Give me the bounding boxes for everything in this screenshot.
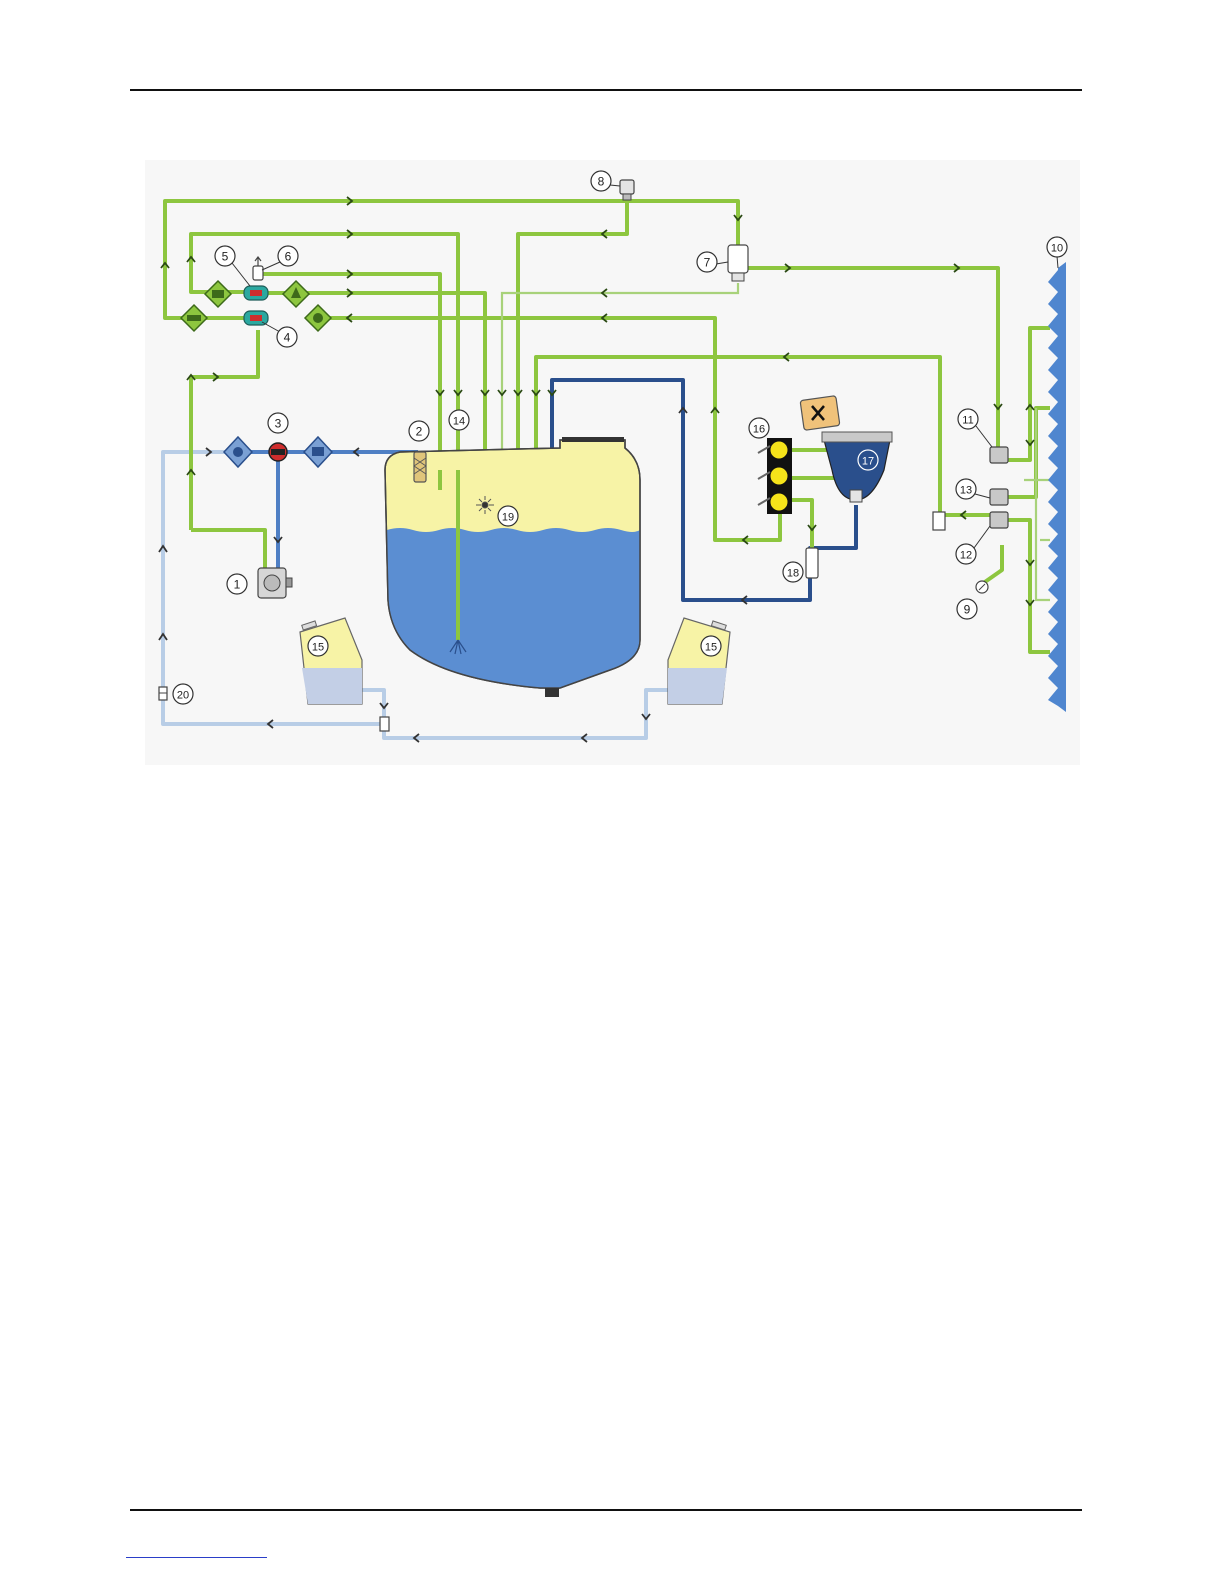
callout-label: 2	[416, 425, 423, 439]
callout-1: 1	[227, 574, 247, 594]
callout-label: 15	[705, 642, 717, 654]
pressure-valve-5-icon	[244, 286, 268, 300]
callout-label: 7	[704, 256, 711, 270]
suction-valve-3-icon	[269, 443, 287, 461]
suction-filter-2-icon	[414, 452, 426, 482]
callout-15: 15	[308, 636, 328, 656]
callout-label: 18	[787, 568, 799, 580]
rinse-tank-drain-20-icon	[159, 687, 167, 700]
callout-label: 4	[284, 331, 291, 345]
callout-5: 5	[215, 246, 235, 266]
callout-17: 17	[858, 450, 878, 470]
callout-label: 5	[222, 250, 229, 264]
callout-4: 4	[277, 327, 297, 347]
callout-10: 10	[1047, 237, 1067, 257]
footer-rule	[130, 1509, 1082, 1511]
callout-20: 20	[173, 684, 193, 704]
callout-8: 8	[591, 171, 611, 191]
callout-label: 12	[960, 550, 972, 562]
callout-label: 9	[964, 603, 971, 617]
callout-16: 16	[749, 418, 769, 438]
callout-18: 18	[783, 562, 803, 582]
callout-label: 16	[753, 424, 765, 436]
callout-label: 8	[598, 175, 605, 189]
callout-label: 17	[862, 456, 874, 468]
callout-label: 10	[1051, 243, 1063, 255]
pressure-gauge-9-icon	[976, 581, 988, 593]
callout-label: 1	[234, 578, 241, 592]
callout-11: 11	[958, 409, 978, 429]
callout-label: 14	[453, 416, 465, 428]
footer-link-underline[interactable]	[126, 1557, 267, 1558]
callout-label: 13	[960, 485, 972, 497]
callout-6: 6	[278, 246, 298, 266]
callout-label: 20	[177, 690, 189, 702]
callout-15: 15	[701, 636, 721, 656]
callout-14: 14	[449, 410, 469, 430]
callout-2: 2	[409, 421, 429, 441]
callout-label: 6	[285, 250, 292, 264]
operating-unit-16-icon	[758, 438, 792, 514]
venturi-18-icon	[806, 548, 818, 578]
callout-label: 3	[275, 417, 282, 431]
callout-label: 15	[312, 642, 324, 654]
callout-9: 9	[957, 599, 977, 619]
callout-19: 19	[498, 506, 518, 526]
callout-12: 12	[956, 544, 976, 564]
callout-13: 13	[956, 479, 976, 499]
callout-7: 7	[697, 252, 717, 272]
header-rule	[130, 89, 1082, 91]
clean-water-tank-valve	[380, 717, 389, 731]
chemical-can-icon	[800, 396, 840, 431]
callout-label: 19	[502, 512, 514, 524]
callout-3: 3	[268, 413, 288, 433]
callout-label: 11	[962, 415, 973, 427]
